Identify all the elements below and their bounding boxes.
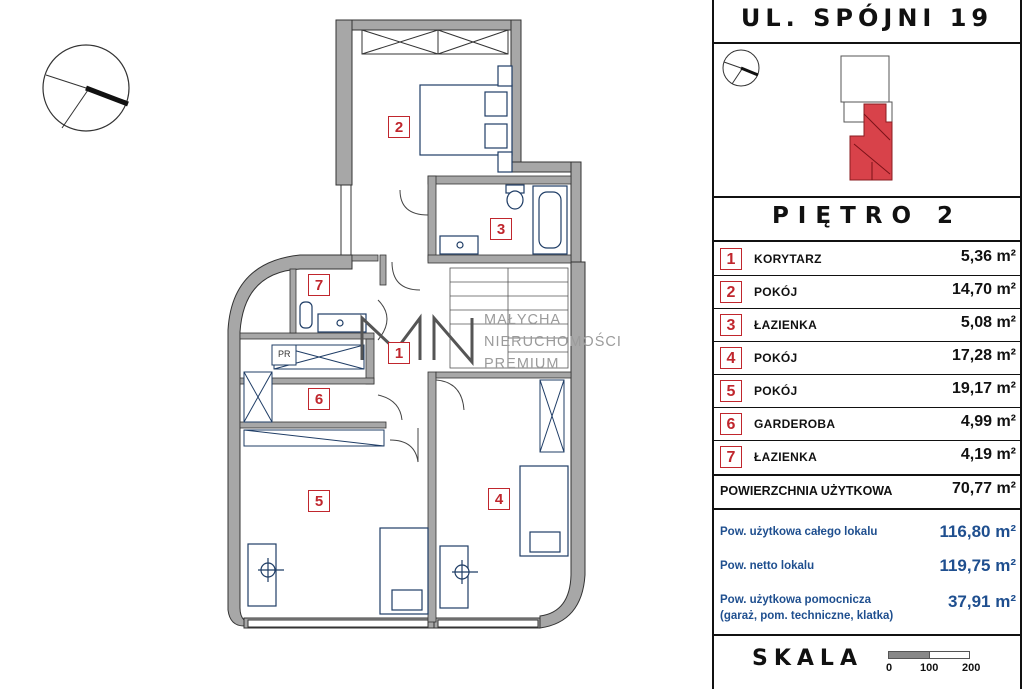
room-label-7: 7	[308, 274, 330, 296]
divider	[714, 240, 1020, 242]
single-bed-icon-room5	[379, 527, 429, 615]
room-label-1: 1	[388, 342, 410, 364]
net-area-value: 119,75 m²	[939, 556, 1016, 575]
room-label-3: 3	[490, 218, 512, 240]
watermark-line-2: NIERUCHOMOŚCI	[484, 334, 622, 350]
wardrobe-room4	[539, 379, 565, 453]
floor-title: PIĘTRO 2	[771, 203, 963, 229]
aux-area-value: 37,91 m²	[947, 592, 1016, 611]
room-area: 14,70 m²	[951, 281, 1016, 298]
scale-segment	[929, 651, 970, 659]
wardrobe-tag: PR	[278, 349, 291, 359]
usable-area-value: 70,77 m²	[951, 480, 1016, 497]
toilet-icon	[505, 184, 525, 210]
divider	[714, 374, 1020, 375]
divider	[714, 440, 1020, 441]
room-number: 3	[720, 314, 742, 336]
total-usable-value: 116,80 m²	[939, 522, 1016, 541]
usable-area-label: POWIERZCHNIA UŻYTKOWA	[720, 484, 893, 498]
room-row-3: 3 ŁAZIENKA 5,08 m²	[714, 312, 1020, 340]
watermark-line-1: MAŁYCHA	[484, 312, 562, 328]
sink-icon	[439, 235, 479, 255]
info-panel: UL. SPÓJNI 19 PIĘTRO 2 1 KORYTARZ 5,36 m…	[712, 0, 1022, 689]
divider	[714, 196, 1020, 198]
scale-tick-0: 0	[886, 662, 893, 674]
room-name: GARDEROBA	[754, 417, 836, 431]
total-usable-label: Pow. użytkowa całego lokalu	[720, 526, 878, 538]
room-label-5: 5	[308, 490, 330, 512]
room-row-6: 6 GARDEROBA 4,99 m²	[714, 411, 1020, 439]
divider	[714, 341, 1020, 342]
room-number: 7	[720, 446, 742, 468]
desk-chair-icon-room4	[439, 545, 478, 609]
inner-walls	[239, 175, 572, 623]
room-number: 4	[720, 347, 742, 369]
usable-area-row: POWIERZCHNIA UŻYTKOWA 70,77 m²	[720, 478, 1016, 506]
desk-chair-icon-room5	[247, 543, 284, 607]
room-number: 1	[720, 248, 742, 270]
scale-tick-200: 200	[962, 662, 981, 674]
scale-bar	[888, 651, 970, 659]
room-number: 2	[720, 281, 742, 303]
highlighted-floor-icon	[849, 103, 893, 181]
room-row-4: 4 POKÓJ 17,28 m²	[714, 345, 1020, 373]
bathroom-7-fixtures	[299, 301, 367, 333]
aux-area-label-line1: Pow. użytkowa pomocnicza	[720, 594, 872, 606]
scale-tick-100: 100	[920, 662, 939, 674]
room-name: ŁAZIENKA	[754, 450, 818, 464]
room-label-4: 4	[488, 488, 510, 510]
room-name: ŁAZIENKA	[754, 318, 818, 332]
room-row-2: 2 POKÓJ 14,70 m²	[714, 279, 1020, 307]
room-number: 6	[720, 413, 742, 435]
compass-icon	[42, 44, 130, 132]
divider	[714, 634, 1020, 636]
windows	[247, 29, 539, 628]
room-area: 4,99 m²	[960, 413, 1016, 430]
floor-plan: MAŁYCHA NIERUCHOMOŚCI PREMIUM PR 2 3 7 1…	[42, 19, 622, 629]
room-row-5: 5 POKÓJ 19,17 m²	[714, 378, 1020, 406]
divider	[714, 275, 1020, 276]
divider	[714, 508, 1020, 510]
room-row-1: 1 KORYTARZ 5,36 m²	[714, 246, 1020, 274]
door-swings	[377, 189, 465, 463]
room-row-7: 7 ŁAZIENKA 4,19 m²	[714, 444, 1020, 472]
total-usable-row: Pow. użytkowa całego lokalu 116,80 m²	[720, 520, 1016, 546]
divider	[714, 407, 1020, 408]
wardrobe-shelves	[243, 344, 385, 447]
room-number: 5	[720, 380, 742, 402]
mini-compass-icon	[722, 49, 760, 87]
net-area-label: Pow. netto lokalu	[720, 560, 815, 572]
divider	[714, 474, 1020, 476]
room-area: 5,08 m²	[960, 314, 1016, 331]
key-plan	[722, 49, 893, 181]
scale-segment	[888, 651, 930, 659]
floor-plan-drawing	[42, 19, 586, 629]
room-area: 19,17 m²	[951, 380, 1016, 397]
staircase	[449, 267, 569, 369]
net-area-row: Pow. netto lokalu 119,75 m²	[720, 554, 1016, 580]
aux-area-label-line2: (garaż, pom. techniczne, klatka)	[720, 610, 894, 622]
bathtub-icon	[532, 185, 568, 255]
room-area: 5,36 m²	[960, 248, 1016, 265]
single-bed-icon-room4	[519, 465, 569, 557]
divider	[714, 308, 1020, 309]
room-label-2: 2	[388, 116, 410, 138]
room-name: KORYTARZ	[754, 252, 822, 266]
room-label-6: 6	[308, 388, 330, 410]
room-area: 4,19 m²	[960, 446, 1016, 463]
watermark-line-3: PREMIUM	[484, 356, 560, 372]
room-name: POKÓJ	[754, 384, 798, 398]
aux-area-row: Pow. użytkowa pomocnicza (garaż, pom. te…	[720, 588, 1016, 628]
room-area: 17,28 m²	[951, 347, 1016, 364]
divider	[714, 42, 1020, 44]
double-bed-icon	[419, 65, 513, 173]
room-name: POKÓJ	[754, 351, 798, 365]
scale-label: SKALA	[752, 646, 863, 671]
street-title: UL. SPÓJNI 19	[740, 4, 994, 32]
room-name: POKÓJ	[754, 285, 798, 299]
